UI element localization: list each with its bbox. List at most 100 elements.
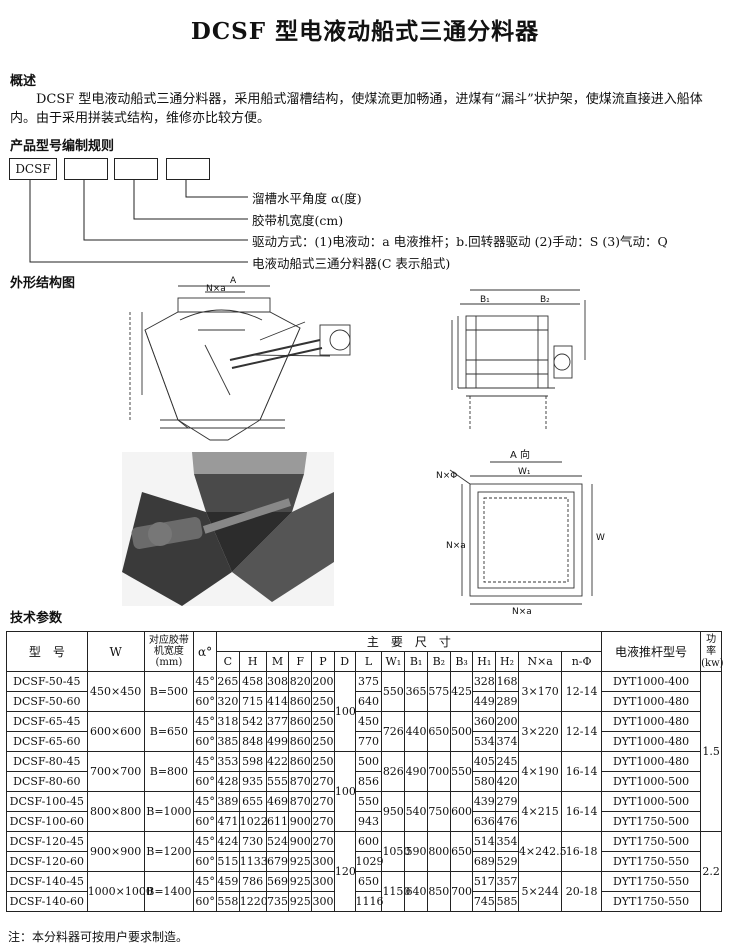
cell-c: 320 — [215, 691, 240, 712]
cell-alpha: 60° — [193, 811, 217, 832]
cell-alpha: 60° — [193, 771, 217, 792]
cell-f: 900 — [288, 811, 313, 832]
cell-l: 375 — [354, 671, 383, 692]
cell-alpha: 60° — [193, 731, 217, 752]
cell-b1: 640 — [404, 871, 428, 912]
cell-h1: 580 — [472, 771, 497, 792]
label-w: W — [596, 533, 605, 543]
cell-model: DCSF-80-45 — [6, 751, 88, 772]
cell-model: DCSF-140-60 — [6, 891, 88, 912]
cell-f: 860 — [288, 731, 313, 752]
cell-m: 679 — [265, 851, 290, 872]
col-sub-11: H₁ — [472, 651, 497, 672]
rule-line-type: 电液动船式三通分料器(C 表示船式) — [252, 256, 451, 271]
label-nxa-top: N×a — [206, 284, 226, 294]
model-rules-heading: 产品型号编制规则 — [10, 139, 115, 154]
cell-h: 715 — [238, 691, 267, 712]
cell-power: 1.5 — [700, 671, 722, 832]
cell-h2: 420 — [495, 771, 519, 792]
cell-f: 925 — [288, 871, 313, 892]
cell-m: 499 — [265, 731, 290, 752]
cell-h: 598 — [238, 751, 267, 772]
cell-f: 820 — [288, 671, 313, 692]
label-w1: W₁ — [518, 467, 531, 477]
cell-f: 870 — [288, 791, 313, 812]
rule-line-belt: 胶带机宽度(cm) — [252, 213, 344, 228]
model-slot-2 — [114, 158, 158, 180]
cell-nphi: 16-14 — [561, 751, 602, 792]
col-sub-5: D — [333, 651, 356, 672]
col-power: 功率(kw) — [700, 631, 724, 672]
cell-l: 640 — [354, 691, 383, 712]
cell-w: 1000×1000 — [86, 871, 153, 912]
cell-c: 471 — [215, 811, 240, 832]
cell-w1: 1150 — [381, 871, 410, 912]
cell-h1: 689 — [472, 851, 497, 872]
cell-m: 611 — [265, 811, 290, 832]
cell-b2: 750 — [426, 791, 451, 832]
col-sub-12: H₂ — [495, 651, 519, 672]
cell-p: 200 — [311, 671, 335, 692]
cell-h1: 534 — [472, 731, 497, 752]
cell-f: 925 — [288, 891, 313, 912]
col-sub-1: H — [238, 651, 267, 672]
cell-b2: 650 — [426, 711, 451, 752]
cell-m: 524 — [265, 831, 290, 852]
cell-alpha: 45° — [193, 871, 217, 892]
rule-line-angle: 溜槽水平角度 α(度) — [252, 191, 362, 206]
cell-h: 786 — [238, 871, 267, 892]
cell-l: 450 — [354, 711, 383, 732]
label-b2: B₂ — [540, 295, 550, 305]
structure-heading: 外形结构图 — [10, 276, 76, 291]
col-sub-0: C — [215, 651, 240, 672]
cell-h1: 745 — [472, 891, 497, 912]
cell-b3: 600 — [449, 791, 474, 832]
cell-w1: 826 — [381, 751, 406, 792]
cell-push: DYT1750-500 — [600, 831, 702, 852]
cell-h: 1133 — [238, 851, 268, 872]
cell-belt: B=650 — [143, 711, 195, 752]
cell-h: 655 — [238, 791, 267, 812]
cell-d: 100 — [333, 671, 356, 752]
cell-b1: 440 — [404, 711, 428, 752]
cell-model: DCSF-120-45 — [6, 831, 88, 852]
cell-c: 389 — [215, 791, 240, 812]
cell-nphi: 20-18 — [561, 871, 602, 912]
cell-b3: 550 — [449, 751, 474, 792]
cell-model: DCSF-100-60 — [6, 811, 88, 832]
cell-c: 318 — [215, 711, 240, 732]
cell-belt: B=1200 — [143, 831, 195, 872]
cell-h1: 405 — [472, 751, 497, 772]
cell-c: 459 — [215, 871, 240, 892]
cell-h2: 357 — [495, 871, 519, 892]
cell-w1: 950 — [381, 791, 406, 832]
cell-alpha: 45° — [193, 711, 217, 732]
cell-p: 270 — [311, 771, 335, 792]
cell-push: DYT1000-480 — [600, 731, 702, 752]
cell-c: 558 — [215, 891, 240, 912]
cell-w: 800×800 — [86, 791, 145, 832]
cell-b2: 700 — [426, 751, 451, 792]
cell-b3: 500 — [449, 711, 474, 752]
cell-p: 250 — [311, 731, 335, 752]
cell-model: DCSF-50-45 — [6, 671, 88, 692]
cell-f: 900 — [288, 831, 313, 852]
cell-nxa: 5×244 — [517, 871, 563, 912]
cell-m: 308 — [265, 671, 290, 692]
overview-text: DCSF 型电液动船式三通分料器，采用船式溜槽结构，使煤流更加畅通，进煤有“漏斗… — [10, 92, 703, 126]
cell-h1: 636 — [472, 811, 497, 832]
cell-h: 1022 — [238, 811, 268, 832]
cell-w: 450×450 — [86, 671, 145, 712]
cell-b2: 575 — [426, 671, 451, 712]
cell-nphi: 16-14 — [561, 791, 602, 832]
cell-model: DCSF-65-45 — [6, 711, 88, 732]
cell-push: DYT1750-550 — [600, 891, 702, 912]
cell-b2: 800 — [426, 831, 451, 872]
cell-h: 935 — [238, 771, 267, 792]
col-push: 电液推杆型号 — [600, 631, 702, 672]
cell-power: 2.2 — [700, 831, 722, 912]
cell-push: DYT1000-400 — [600, 671, 702, 692]
